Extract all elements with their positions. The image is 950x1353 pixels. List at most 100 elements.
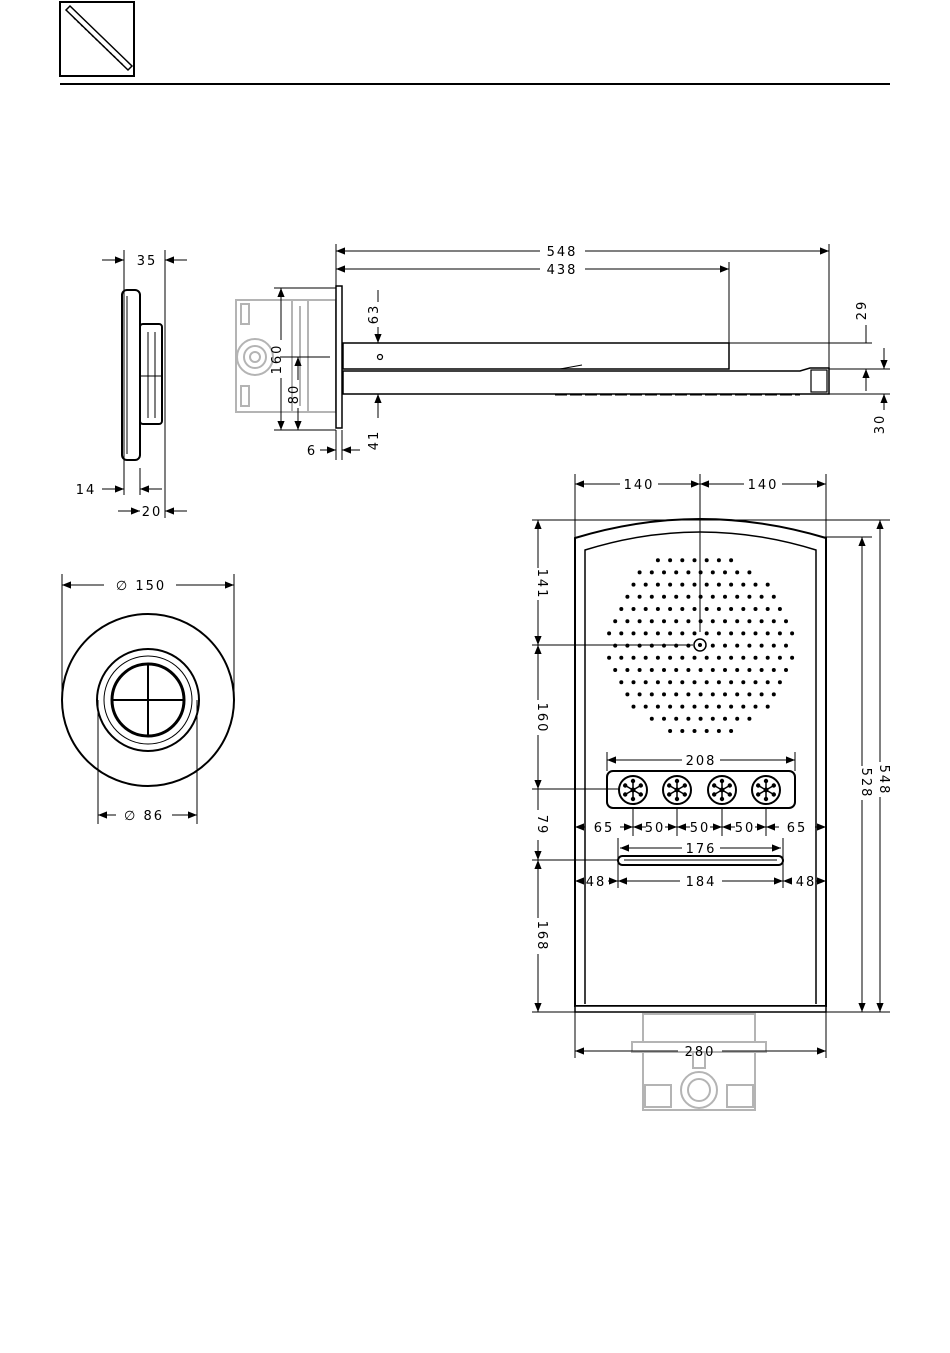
rain-nozzle [632, 656, 636, 660]
rain-nozzle [613, 668, 617, 672]
rain-nozzle [613, 619, 617, 623]
rain-nozzle [686, 717, 690, 721]
rain-nozzle [711, 644, 715, 648]
rain-nozzle [705, 607, 709, 611]
rain-nozzle [662, 692, 666, 696]
dim-centre-offset: 80 [287, 384, 302, 405]
dim-slot-margin-right: 48 [796, 875, 817, 890]
rain-nozzle [747, 717, 751, 721]
rain-nozzle [766, 631, 770, 635]
rain-nozzle [778, 607, 782, 611]
rain-nozzle [693, 729, 697, 733]
rain-nozzle [772, 692, 776, 696]
rain-nozzle [741, 705, 745, 709]
rain-nozzle [650, 644, 654, 648]
rain-nozzle [638, 570, 642, 574]
rain-nozzle [766, 607, 770, 611]
rain-nozzle [778, 656, 782, 660]
rain-nozzle [711, 668, 715, 672]
rain-nozzle [680, 680, 684, 684]
rain-nozzle [644, 607, 648, 611]
rain-nozzle [723, 692, 727, 696]
rain-nozzle [625, 692, 629, 696]
rain-nozzle [717, 607, 721, 611]
rain-nozzle [668, 607, 672, 611]
rain-nozzle [741, 607, 745, 611]
rain-nozzle [699, 692, 703, 696]
rain-nozzle [784, 644, 788, 648]
rain-nozzle [644, 631, 648, 635]
rain-nozzle [723, 570, 727, 574]
rain-nozzle [717, 705, 721, 709]
massage-jet [752, 776, 780, 804]
dim-valve-base: 14 [76, 483, 97, 498]
rain-nozzle [711, 717, 715, 721]
rain-nozzle [656, 583, 660, 587]
rain-nozzle [717, 631, 721, 635]
valve-front-view: ∅ 150 ∅ 86 [62, 574, 234, 824]
rain-nozzle [735, 644, 739, 648]
rain-nozzle [760, 668, 764, 672]
rain-nozzle [766, 583, 770, 587]
dim-upper-offset: 63 [367, 304, 382, 325]
rain-nozzle [711, 619, 715, 623]
rain-nozzle [632, 705, 636, 709]
centre-nozzle [694, 639, 706, 651]
rain-nozzle [644, 680, 648, 684]
rain-nozzle [680, 558, 684, 562]
rain-nozzle [741, 583, 745, 587]
dim-outer-diameter: ∅ 150 [116, 579, 166, 594]
rain-nozzle [735, 570, 739, 574]
rain-nozzle [754, 607, 758, 611]
rain-nozzle [772, 644, 776, 648]
rain-nozzle [699, 595, 703, 599]
rain-nozzle [693, 680, 697, 684]
rain-nozzle [699, 668, 703, 672]
rain-nozzle [735, 668, 739, 672]
rain-nozzle [754, 680, 758, 684]
rain-nozzle [754, 583, 758, 587]
rain-nozzle [680, 729, 684, 733]
rain-nozzle [686, 644, 690, 648]
dim-jet-pitch-2: 50 [690, 821, 711, 836]
dim-to-centre: 141 [534, 569, 549, 600]
rain-nozzle [784, 619, 788, 623]
rain-nozzle [790, 631, 794, 635]
rain-nozzle [693, 583, 697, 587]
rain-nozzle [784, 668, 788, 672]
rain-nozzle [638, 692, 642, 696]
dim-jet-pitch-3: 50 [735, 821, 756, 836]
dim-valve-knob: 20 [142, 505, 163, 520]
rain-nozzle [656, 558, 660, 562]
rain-nozzle [686, 619, 690, 623]
rain-nozzle [766, 656, 770, 660]
rain-nozzle [693, 558, 697, 562]
rain-nozzle [668, 656, 672, 660]
rain-nozzle [674, 692, 678, 696]
massage-jet [663, 776, 691, 804]
rain-nozzle [686, 692, 690, 696]
rain-nozzle [619, 631, 623, 635]
concealed-body-front [632, 1014, 766, 1110]
dim-jets-span: 208 [686, 754, 717, 769]
dim-projection-arm: 438 [547, 263, 578, 278]
rain-nozzle [705, 680, 709, 684]
concealed-body-side [236, 300, 336, 412]
rain-nozzle [754, 656, 758, 660]
dim-projection-total: 548 [547, 245, 578, 260]
rain-nozzle [693, 656, 697, 660]
rain-nozzle [778, 680, 782, 684]
rain-nozzle [650, 717, 654, 721]
rain-nozzle [729, 631, 733, 635]
rain-nozzle [699, 619, 703, 623]
rain-nozzle [662, 619, 666, 623]
rain-nozzle [772, 668, 776, 672]
rain-nozzle [686, 668, 690, 672]
rain-nozzle [668, 631, 672, 635]
dim-slot-length: 176 [686, 842, 717, 857]
front-view: 140 140 141 160 79 168 528 548 208 [532, 474, 891, 1110]
rain-nozzle [717, 583, 721, 587]
rain-nozzle [638, 644, 642, 648]
rain-nozzle [705, 656, 709, 660]
rain-nozzle [735, 595, 739, 599]
